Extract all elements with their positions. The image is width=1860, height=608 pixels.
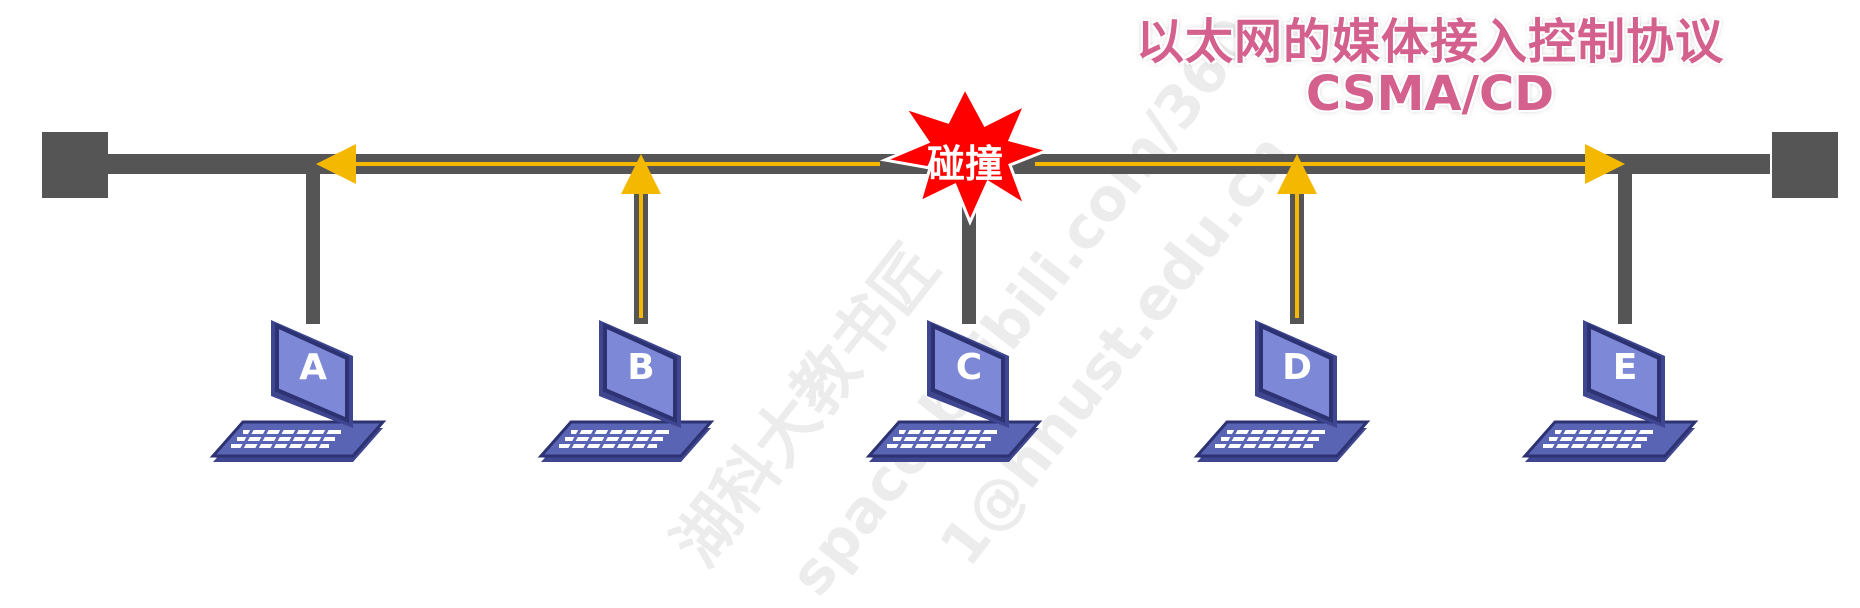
- page-subtitle: CSMA/CD: [1305, 66, 1555, 122]
- csma-cd-diagram: A B C D E: [42, 84, 1838, 464]
- laptop-e-label: E: [1613, 347, 1638, 388]
- laptop-c: C: [867, 318, 1041, 464]
- laptop-d: D: [1195, 318, 1369, 464]
- laptop-e: E: [1523, 318, 1697, 464]
- page-title: 以太网的媒体接入控制协议: [1135, 14, 1724, 70]
- drop-cable-a: [306, 172, 320, 324]
- laptop-d-label: D: [1282, 347, 1312, 388]
- laptop-a: A: [211, 318, 385, 464]
- laptop-b-label: B: [627, 347, 654, 388]
- terminator-right: [1772, 132, 1838, 198]
- terminator-left: [42, 132, 108, 198]
- collision-label: 碰撞: [926, 142, 1003, 186]
- collision-burst: [879, 84, 1053, 226]
- laptop-a-label: A: [299, 347, 327, 388]
- laptop-c-label: C: [956, 347, 982, 388]
- laptop-b: B: [539, 318, 713, 464]
- drop-cable-e: [1618, 172, 1632, 324]
